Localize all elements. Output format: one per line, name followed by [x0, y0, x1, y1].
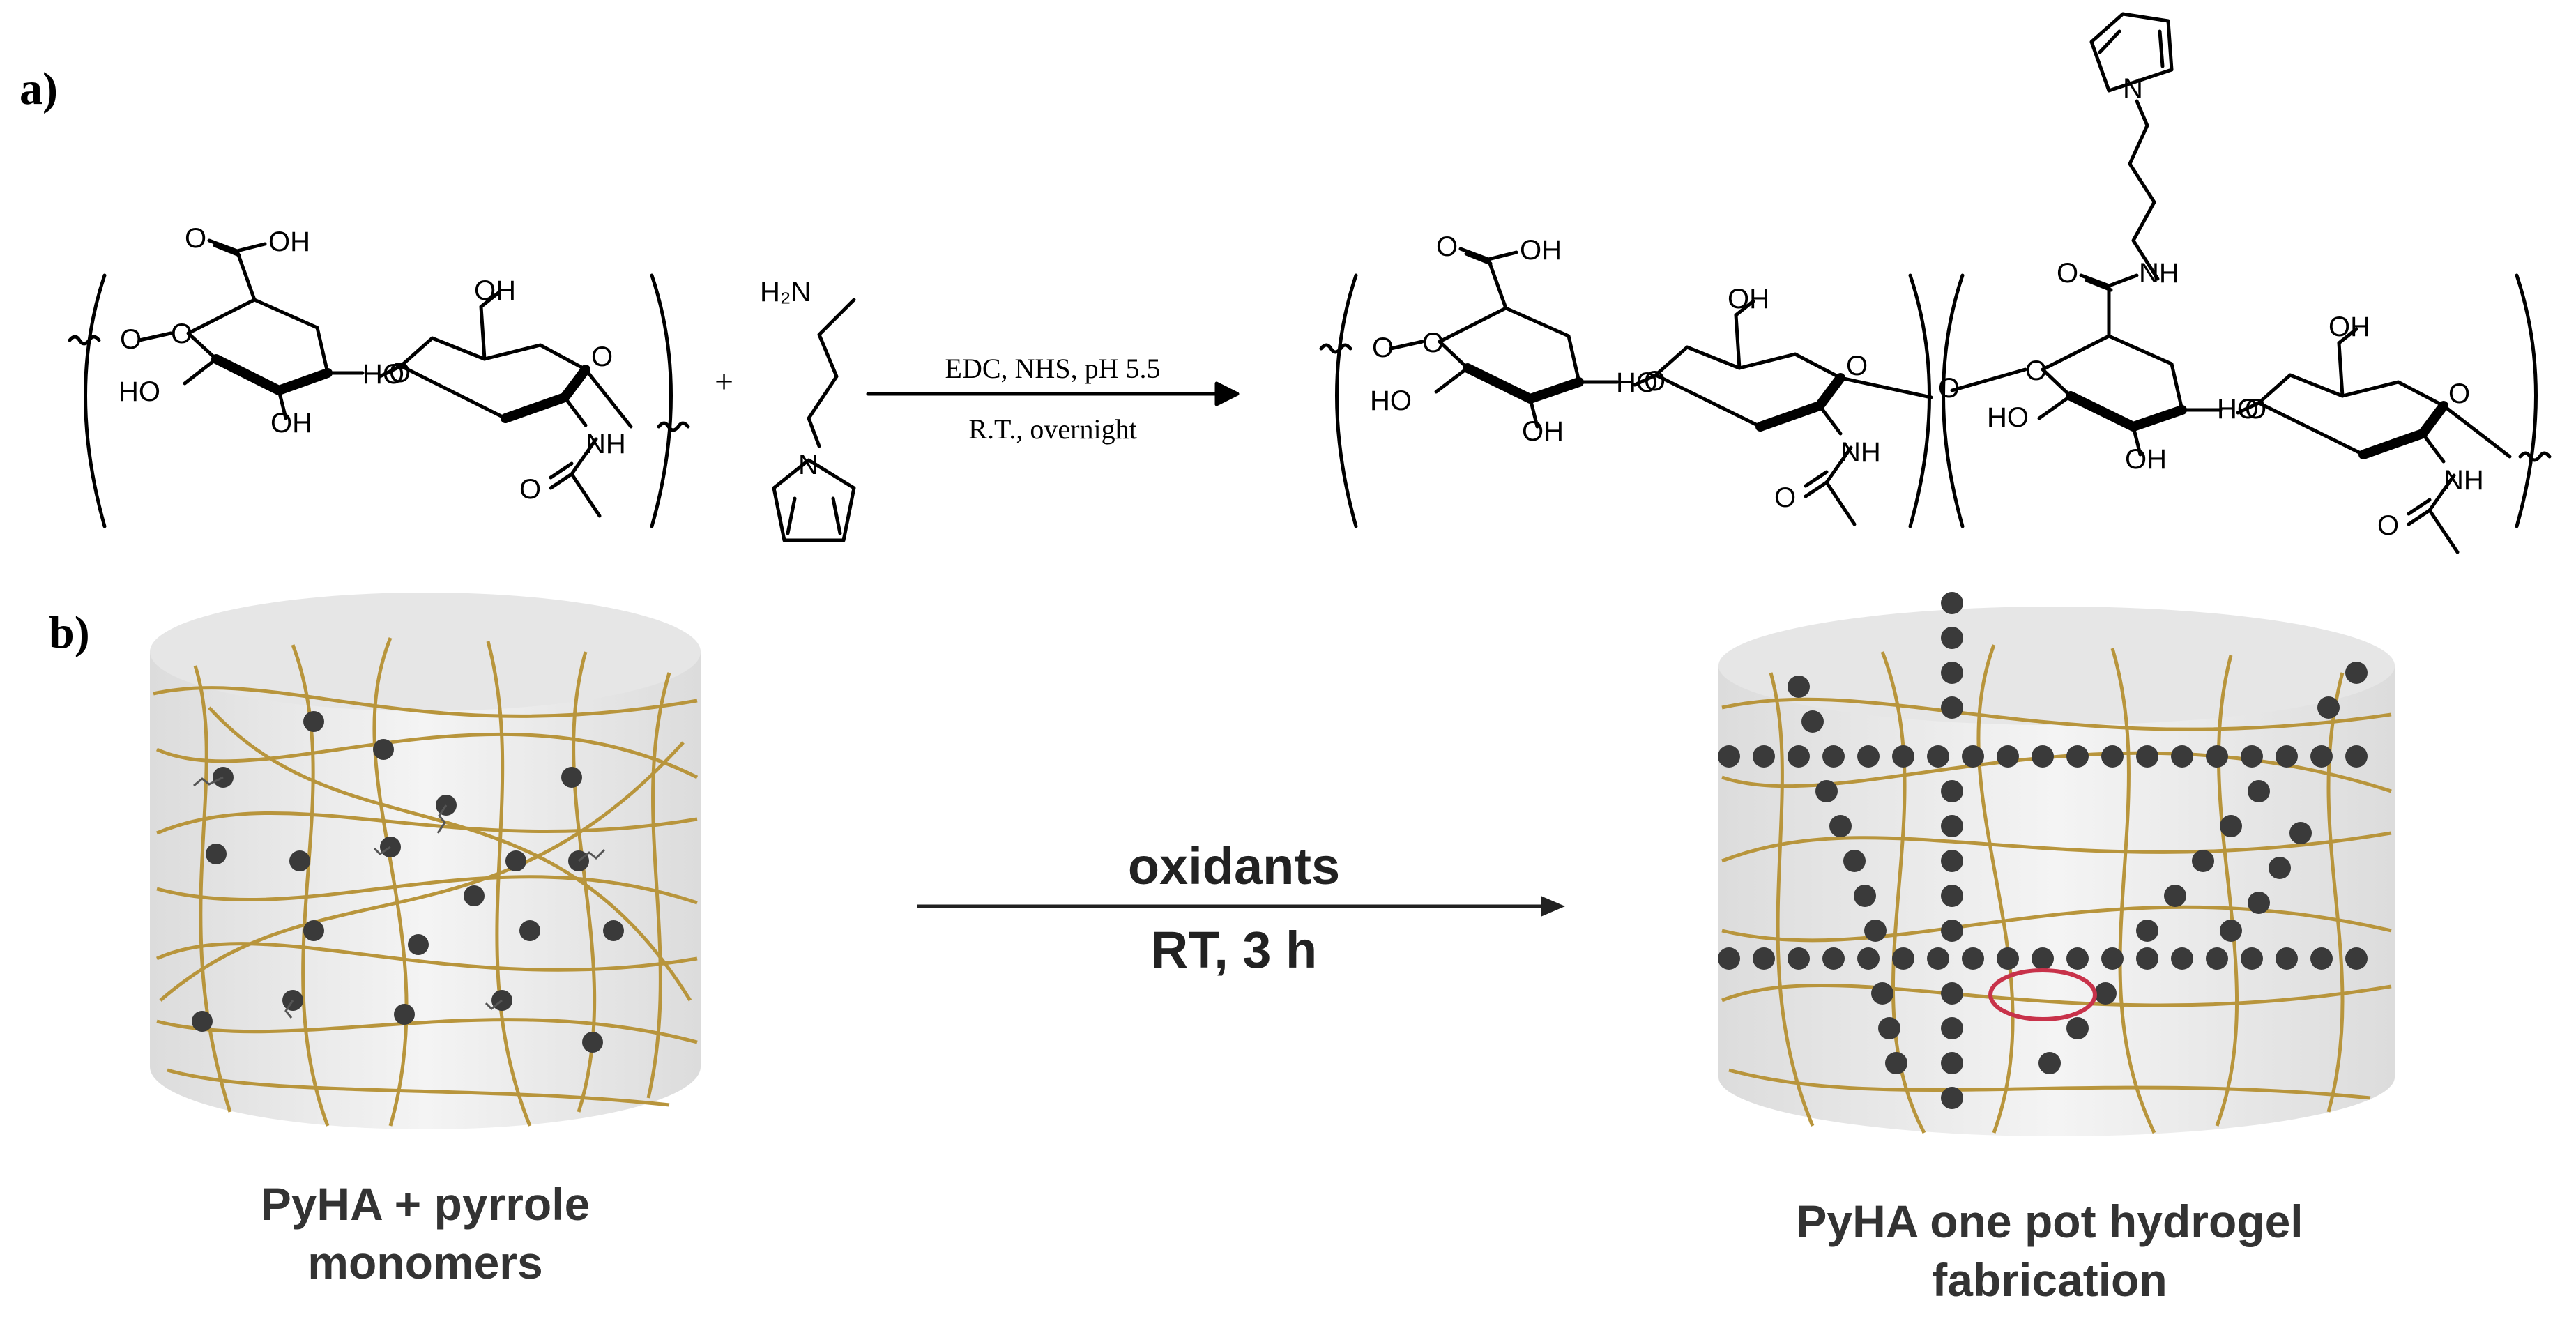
panel-label-a: a) — [20, 63, 58, 114]
atom-label: OH — [268, 227, 310, 257]
atom-label: OH — [270, 408, 312, 438]
ppy-chain-d1 — [2038, 662, 2368, 1074]
highlight-ring — [1988, 968, 2097, 1021]
atom-label: O — [1422, 328, 1444, 358]
atom-label: O — [171, 319, 192, 349]
caption-right-line2: fabrication — [1932, 1254, 2167, 1306]
conditions-b-line1: oxidants — [1127, 837, 1341, 895]
arrow-b-head — [1541, 896, 1565, 917]
atom-label: O — [2448, 379, 2470, 409]
atom-label: O — [1774, 482, 1796, 513]
ppy-chain-h2 — [1718, 947, 2368, 970]
atom-label: NH — [586, 429, 626, 459]
atom-label: O — [185, 223, 206, 254]
atom-label: O — [591, 342, 613, 372]
bracket-left — [84, 273, 107, 528]
caption-left-line2: monomers — [307, 1237, 543, 1288]
atom-label: HO — [1616, 367, 1658, 398]
hydrogel-scheme-b — [150, 592, 2395, 1136]
atom-label: OH — [1728, 284, 1769, 314]
atom-label: NH — [2444, 465, 2484, 496]
ppy-chain-v1 — [1941, 592, 1963, 1109]
conditions-a-line1: EDC, NHS, pH 5.5 — [945, 353, 1161, 384]
atom-label: O — [519, 474, 541, 505]
atom-label: N — [798, 450, 818, 480]
panel-label-b: b) — [49, 607, 90, 658]
ha-fibers — [1721, 644, 2392, 1134]
atom-label: O — [389, 358, 411, 388]
atom-label: OH — [1522, 416, 1564, 447]
conditions-b-line2: RT, 3 h — [1150, 921, 1318, 979]
atom-label: O — [2025, 356, 2047, 386]
ppy-chain-v2 — [1788, 676, 1907, 1074]
atom-label: OH — [474, 275, 516, 306]
polypyrrole-chains — [1718, 592, 2368, 1109]
ha-fibers — [153, 637, 699, 1127]
ppy-chain-h1 — [1718, 745, 2368, 768]
atom-label: O — [1372, 333, 1394, 363]
caption-left-line1: PyHA + pyrrole — [260, 1178, 590, 1230]
pyrrole-monomers — [192, 711, 624, 1053]
atom-label: O — [120, 324, 142, 355]
gel-right — [1718, 592, 2395, 1136]
atom-label: OH — [2329, 312, 2370, 342]
atom-label: NH — [2139, 258, 2179, 289]
atom-label: O — [1846, 351, 1868, 381]
atom-label: HO — [363, 359, 404, 390]
atom-label: HO — [1987, 402, 2029, 433]
caption-right-line1: PyHA one pot hydrogel — [1796, 1196, 2303, 1247]
reaction-scheme-a: O O OH HO OH HO O OH O NH O O H₂N N O O … — [68, 12, 2552, 554]
atom-label: NH — [1840, 437, 1881, 468]
gel-left — [150, 593, 701, 1129]
atom-label: O — [2245, 394, 2266, 425]
atom-label: O — [1938, 373, 1960, 404]
atom-label: O — [1436, 231, 1458, 262]
atom-label: O — [2057, 258, 2078, 289]
atom-label: HO — [1370, 386, 1412, 416]
atom-label: HO — [2217, 394, 2259, 425]
plus-sign: + — [715, 363, 734, 400]
atom-label: O — [2377, 510, 2399, 541]
atom-label: O — [1644, 366, 1666, 397]
caption-left: PyHA + pyrrole monomers — [174, 1175, 676, 1292]
arrow-a-head — [1214, 381, 1240, 406]
bracket-right — [650, 273, 673, 528]
atom-label: OH — [1520, 235, 1562, 266]
wavy-bond — [657, 421, 690, 432]
caption-right: PyHA one pot hydrogel fabrication — [1687, 1192, 2412, 1309]
ppy-chain-d2 — [2220, 822, 2312, 942]
wavy-bond — [68, 335, 101, 346]
atom-label: H₂N — [760, 277, 811, 307]
atom-label: N — [2123, 73, 2143, 104]
atom-label: OH — [2125, 444, 2167, 475]
atom-label: HO — [119, 376, 160, 407]
conditions-a-line2: R.T., overnight — [968, 413, 1137, 445]
